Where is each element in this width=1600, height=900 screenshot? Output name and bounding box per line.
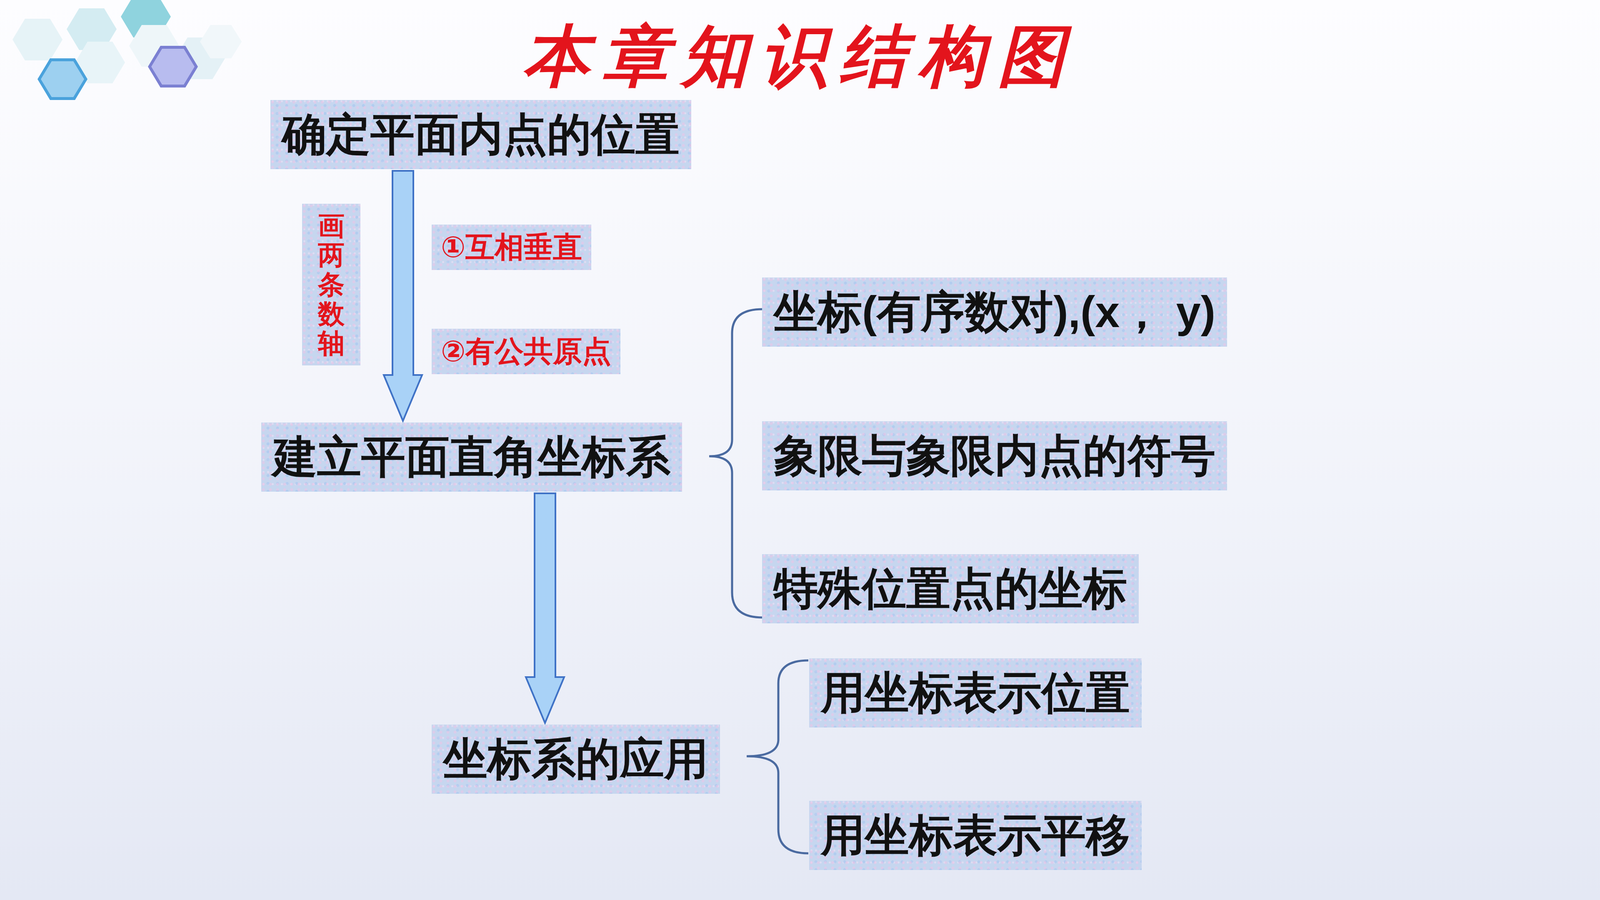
- note-box: ①互相垂直: [431, 224, 592, 270]
- process-box: 坐标系的应用: [431, 724, 720, 794]
- bracket: [746, 660, 809, 854]
- block-arrow: [383, 170, 423, 421]
- topic-box: 特殊位置点的坐标: [762, 554, 1139, 624]
- process-box: 确定平面内点的位置: [270, 100, 692, 170]
- process-box: 建立平面直角坐标系: [261, 422, 683, 492]
- box-label: 坐标系的应用: [443, 733, 709, 785]
- hexagon-decoration: [12, 0, 242, 100]
- box-label: 坐标(有序数对),(x， y): [773, 286, 1216, 338]
- topic-box: 象限与象限内点的符号: [762, 421, 1228, 491]
- box-label: 特殊位置点的坐标: [773, 563, 1128, 615]
- box-label: 建立平面直角坐标系: [272, 431, 671, 483]
- box-label: 用坐标表示平移: [820, 810, 1130, 861]
- box-label: 确定平面内点的位置: [282, 109, 680, 160]
- title: 本章知识结构图: [0, 16, 1600, 97]
- topic-box: 用坐标表示位置: [809, 658, 1142, 728]
- topic-box: 坐标(有序数对),(x， y): [762, 277, 1228, 347]
- note-box: ②有公共原点: [431, 328, 621, 375]
- block-arrow: [525, 493, 565, 723]
- box-label: ②有公共原点: [440, 334, 612, 369]
- box-label: ①互相垂直: [440, 230, 583, 265]
- note-box: 画两条数轴: [302, 203, 361, 366]
- box-label: 画两条数轴: [317, 211, 345, 358]
- bracket: [709, 309, 763, 618]
- box-label: 用坐标表示位置: [820, 667, 1130, 719]
- box-label: 象限与象限内点的符号: [773, 430, 1216, 482]
- topic-box: 用坐标表示平移: [809, 800, 1142, 870]
